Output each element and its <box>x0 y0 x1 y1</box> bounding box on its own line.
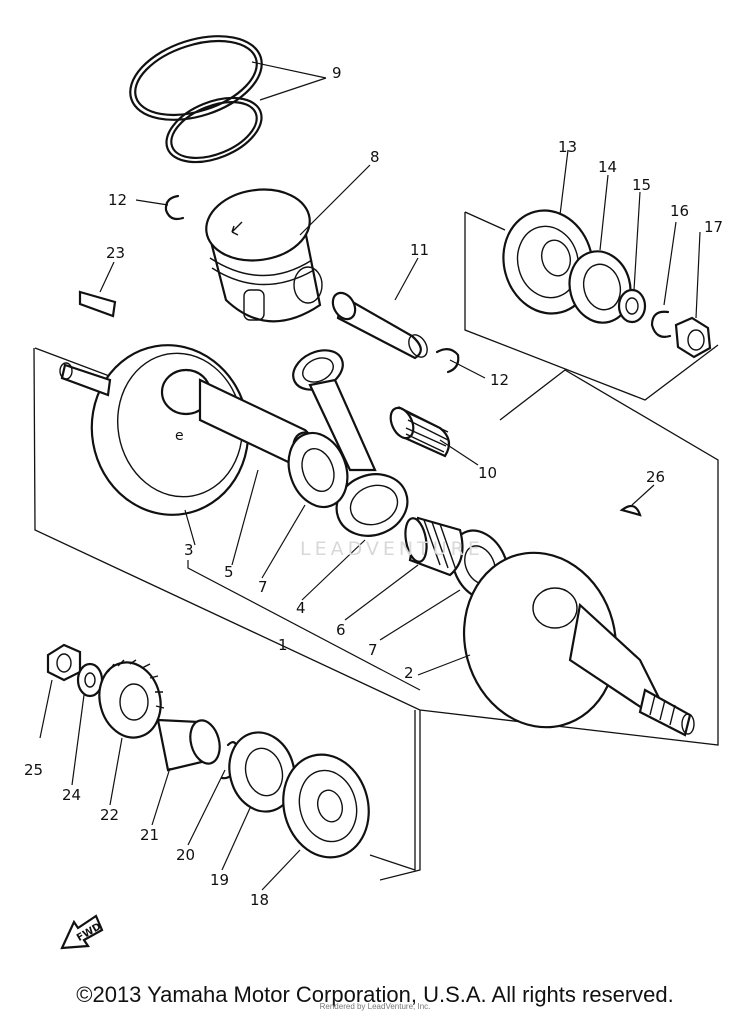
callout-7-a: 7 <box>258 578 268 596</box>
spacer-collar <box>156 718 221 772</box>
callout-8: 8 <box>370 148 380 166</box>
callout-2: 2 <box>404 664 414 682</box>
thrust-washer-left <box>287 431 349 509</box>
callout-10: 10 <box>478 464 497 482</box>
needle-bearing-big-end <box>404 516 464 577</box>
woodruff-key-right <box>619 504 642 517</box>
callout-16: 16 <box>670 202 689 220</box>
callout-13: 13 <box>558 138 577 156</box>
copyright-notice: ©2013 Yamaha Motor Corporation, U.S.A. A… <box>76 982 674 1007</box>
callout-7-b: 7 <box>368 641 378 659</box>
render-credit: Rendered by LeadVenture, Inc. <box>319 1002 431 1011</box>
woodruff-key-left <box>78 290 117 318</box>
lock-washer-16 <box>650 310 672 338</box>
crank-half-left: e <box>59 344 324 516</box>
callout-14: 14 <box>598 158 617 176</box>
lower-bearing-frame <box>369 710 416 871</box>
piston-pin <box>331 291 428 360</box>
callout-17: 17 <box>704 218 723 236</box>
watermark-text: LEADVENTURE <box>300 538 484 560</box>
needle-bearing-small-end <box>389 406 451 458</box>
piston-rings <box>129 35 263 164</box>
bearing-group-frame <box>464 211 719 401</box>
callout-6: 6 <box>336 621 346 639</box>
callout-25: 25 <box>24 761 43 779</box>
svg-text:e: e <box>175 428 184 444</box>
callout-24: 24 <box>62 786 81 804</box>
callout-5: 5 <box>224 563 234 581</box>
connecting-rod <box>292 349 409 537</box>
oil-seal-left <box>228 731 296 813</box>
primary-gear <box>98 659 165 739</box>
callout-11: 11 <box>410 241 429 259</box>
callout-12-left: 12 <box>108 191 127 209</box>
callout-12-right: 12 <box>490 371 509 389</box>
callout-15: 15 <box>632 176 651 194</box>
nut-25 <box>46 643 82 682</box>
circlip-right <box>435 348 460 374</box>
circlip-left <box>164 194 185 221</box>
callout-26: 26 <box>646 468 665 486</box>
callout-22: 22 <box>100 806 119 824</box>
callout-23: 23 <box>106 244 125 262</box>
callout-3: 3 <box>184 541 194 559</box>
main-bearing-left <box>282 753 370 859</box>
callout-18: 18 <box>250 891 269 909</box>
washer-15 <box>617 288 647 324</box>
callout-1: 1 <box>278 636 288 654</box>
washer-24 <box>76 662 104 698</box>
leader-lines <box>39 61 701 891</box>
callout-4: 4 <box>296 599 306 617</box>
callout-19: 19 <box>210 871 229 889</box>
nut-17 <box>674 316 712 359</box>
callout-numbers: 9 8 12 11 12 13 14 15 16 17 23 10 26 3 5… <box>24 64 723 909</box>
fwd-arrow-icon: FWD <box>60 914 104 950</box>
callout-9: 9 <box>332 64 342 82</box>
callout-20: 20 <box>176 846 195 864</box>
crank-assembly-frame <box>33 347 719 881</box>
piston <box>205 188 323 323</box>
crank-half-right <box>462 551 695 737</box>
oil-seal-right <box>568 250 632 324</box>
callout-21: 21 <box>140 826 159 844</box>
